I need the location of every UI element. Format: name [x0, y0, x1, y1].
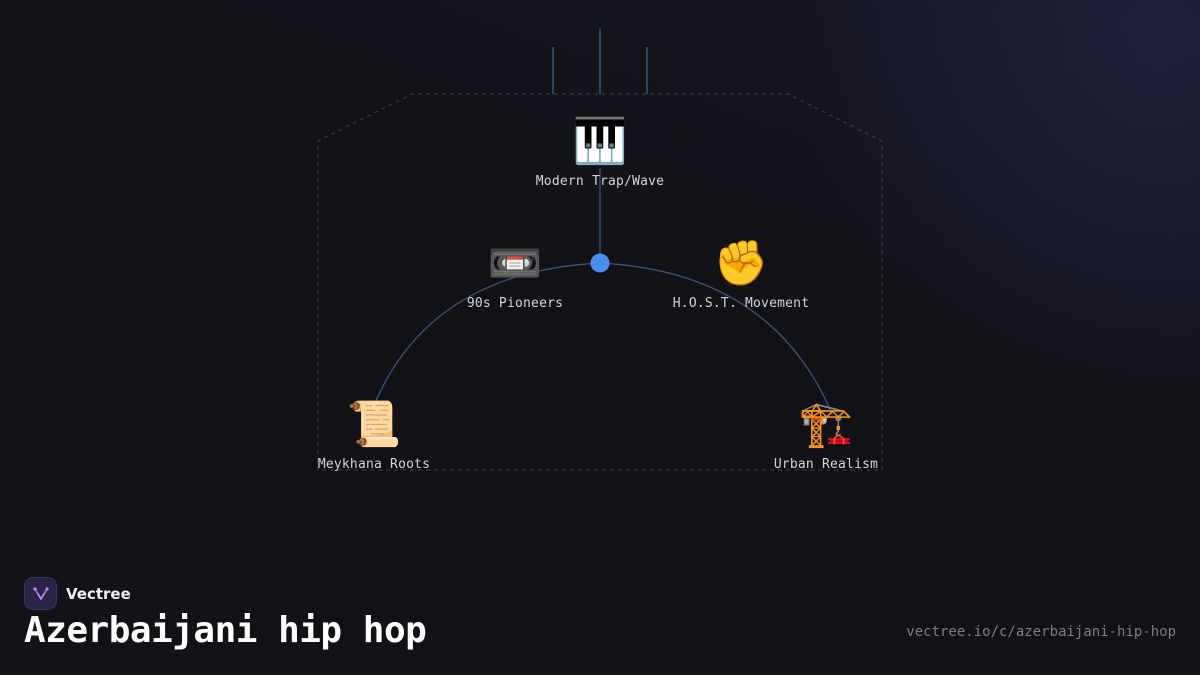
piano-icon: 🎹 [572, 116, 628, 167]
node-urban-realism[interactable]: 🏗️ Urban Realism [736, 399, 916, 472]
node-label: 90s Pioneers [466, 296, 564, 311]
scroll-icon: 📜 [346, 399, 402, 450]
vectree-logo-icon [24, 577, 57, 610]
node-meykhana-roots[interactable]: 📜 Meykhana Roots [284, 399, 464, 472]
dashed-outline [317, 93, 883, 471]
node-label: Modern Trap/Wave [535, 174, 665, 189]
node-label: Meykhana Roots [317, 457, 431, 472]
node-host-movement[interactable]: ✊ H.O.S.T. Movement [651, 238, 831, 311]
construction-crane-icon: 🏗️ [798, 399, 854, 450]
node-label: Urban Realism [773, 457, 879, 472]
node-90s-pioneers[interactable]: 📼 90s Pioneers [425, 238, 605, 311]
page-title: Azerbaijani hip hop [24, 610, 427, 651]
raised-fist-icon: ✊ [713, 238, 769, 289]
node-label: H.O.S.T. Movement [672, 296, 810, 311]
node-modern-trap-wave[interactable]: 🎹 Modern Trap/Wave [510, 116, 690, 189]
videocassette-icon: 📼 [487, 238, 543, 289]
page-url[interactable]: vectree.io/c/azerbaijani-hip-hop [906, 624, 1176, 640]
brand[interactable]: Vectree [24, 577, 131, 610]
hub-node[interactable] [590, 253, 610, 273]
brand-name: Vectree [66, 584, 131, 603]
